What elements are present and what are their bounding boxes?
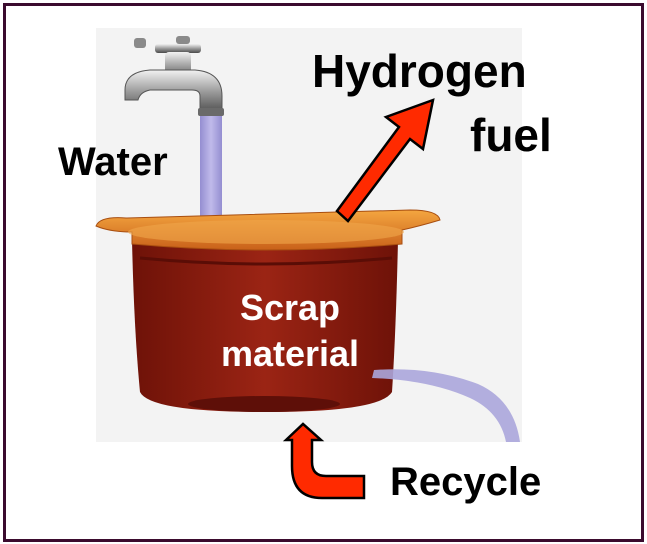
water-label: Water [58,142,168,182]
material-label: material [205,336,375,372]
hydrogen-label: Hydrogen [312,48,527,94]
recycle-label: Recycle [390,462,541,502]
scrap-label: Scrap [205,290,375,326]
pot-text: Scrap material [205,290,375,380]
fuel-label: fuel [470,112,552,158]
